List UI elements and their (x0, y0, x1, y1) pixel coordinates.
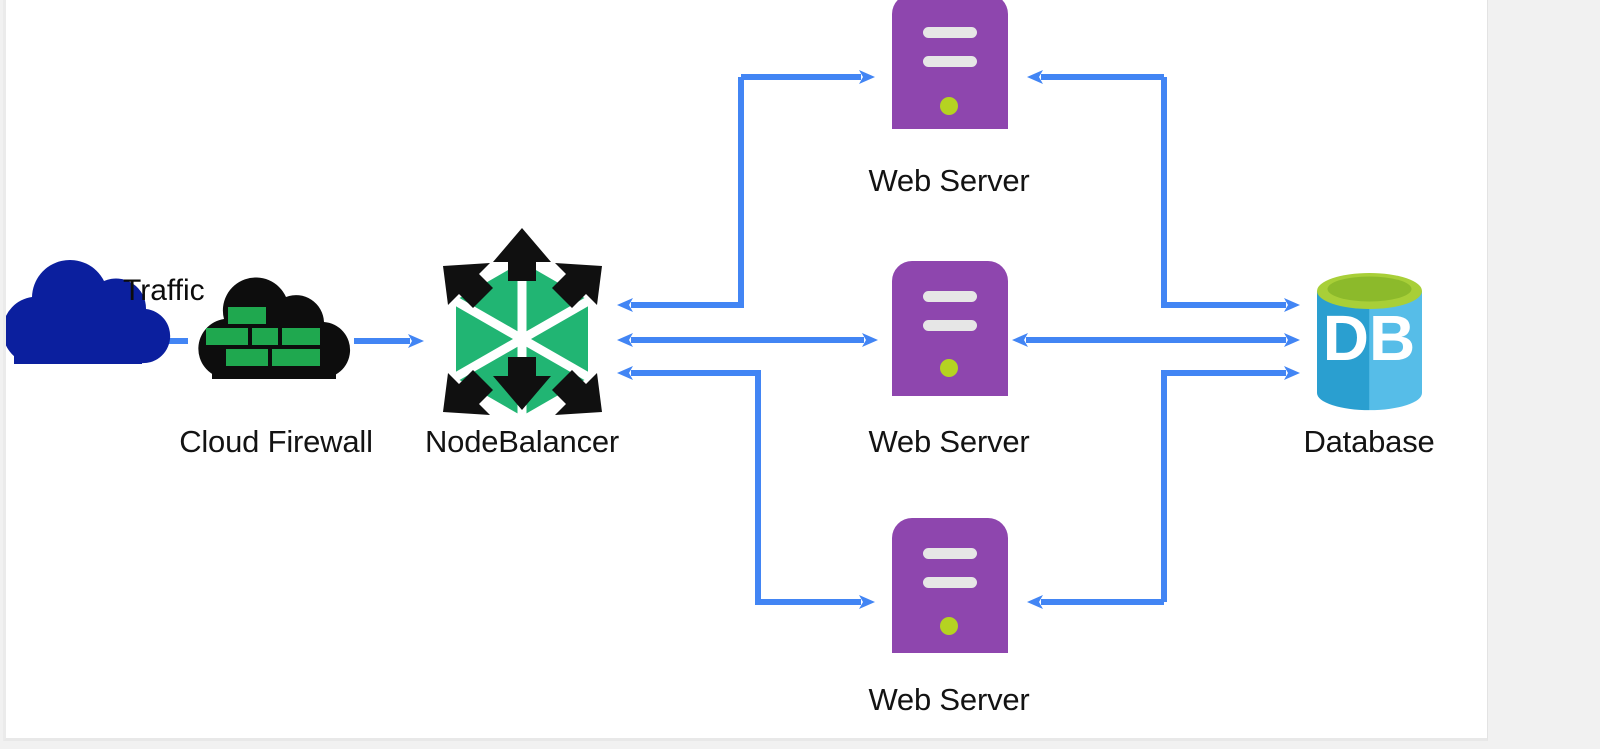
server-icon-3 (892, 518, 1008, 653)
cloud-firewall-label: Cloud Firewall (179, 424, 373, 459)
server-led (940, 97, 958, 115)
server-bar (923, 577, 977, 588)
web-server-1-label: Web Server (868, 163, 1030, 198)
firewall-icon (198, 277, 351, 379)
server-icon-1 (892, 0, 1008, 129)
page-gutter (1489, 0, 1600, 749)
traffic-label: Traffic (123, 274, 205, 307)
server-icon-2 (892, 261, 1008, 396)
server-bar (923, 320, 977, 331)
server-bar (923, 27, 977, 38)
database-badge-text: DB (1323, 302, 1415, 374)
connector-balancer-to-web3 (631, 370, 875, 609)
firewall-bricks (206, 307, 320, 366)
connector-web1-to-balancer (617, 77, 744, 312)
server-bar (923, 548, 977, 559)
nodebalancer-label: NodeBalancer (424, 424, 620, 459)
diagram-svg: DB (6, 0, 1422, 653)
server-led (940, 359, 958, 377)
database-label: Database (1303, 424, 1435, 459)
server-led (940, 617, 958, 635)
server-bar (923, 291, 977, 302)
connector-web1-to-db (1161, 77, 1300, 312)
nodebalancer-icon (443, 228, 602, 418)
diagram-canvas: DB Traffic Cloud Firewall NodeBalancer W… (3, 0, 1488, 741)
cloud-icon (6, 259, 171, 364)
connector-web3-to-db (1161, 366, 1300, 602)
web-server-3-label: Web Server (868, 682, 1030, 717)
database-icon: DB (1317, 273, 1422, 411)
server-bar (923, 56, 977, 67)
web-server-2-label: Web Server (868, 424, 1030, 459)
